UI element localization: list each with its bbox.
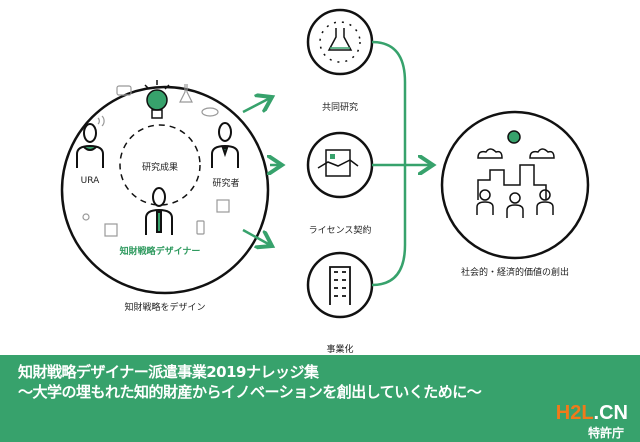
designer-label: 知財戦略デザイナー [119,247,201,257]
banner-subtitle: ～大学の埋もれた知的財産からイノベーションを創出していくために～ [18,383,482,401]
eye-icon [201,107,219,117]
ura-person-icon [76,123,104,168]
watermark-h2l: H2L [555,402,594,424]
network-node-icon [216,199,230,213]
link-icon [82,213,90,221]
designer-person-icon [145,187,173,235]
result-circle [440,110,590,260]
robot-icon [116,85,132,96]
building-icon [329,266,351,305]
arrow-to-joint-research [242,97,272,114]
handshake-contract-icon [317,149,359,177]
wireless-icon [97,115,105,127]
business-circle [306,251,374,319]
agency-label: 特許庁 [587,426,624,440]
city-people-icon [476,130,555,218]
research-results-label: 研究成果 [141,163,179,173]
joint-research-circle [306,8,374,76]
arrow-to-business [242,228,272,246]
flask-icon [179,84,193,103]
chip-icon [104,223,118,237]
license-label: ライセンス契約 [308,226,372,236]
connector-bottom [371,165,407,287]
watermark-cn: .CN [593,402,628,424]
flask-network-icon [319,21,361,63]
banner-title: 知財戦略デザイナー派遣事業2019ナレッジ集 [18,363,319,381]
ura-label: URA [80,176,100,186]
design-circle [60,85,270,295]
researcher-person-icon [211,122,239,168]
business-label: 事業化 [326,345,354,355]
joint-research-label: 共同研究 [321,103,359,113]
watermark-logo: H2L.CN [556,402,628,425]
design-caption: 知財戦略をデザイン [124,303,206,313]
research-results-circle [119,124,201,206]
battery-icon [196,220,205,235]
title-banner: 知財戦略デザイナー派遣事業2019ナレッジ集 ～大学の埋もれた知的財産からイノベ… [0,355,640,442]
lightbulb-icon [144,80,170,119]
connector-top [371,40,407,165]
researcher-label: 研究者 [212,179,240,189]
result-label: 社会的・経済的価値の創出 [460,268,570,278]
